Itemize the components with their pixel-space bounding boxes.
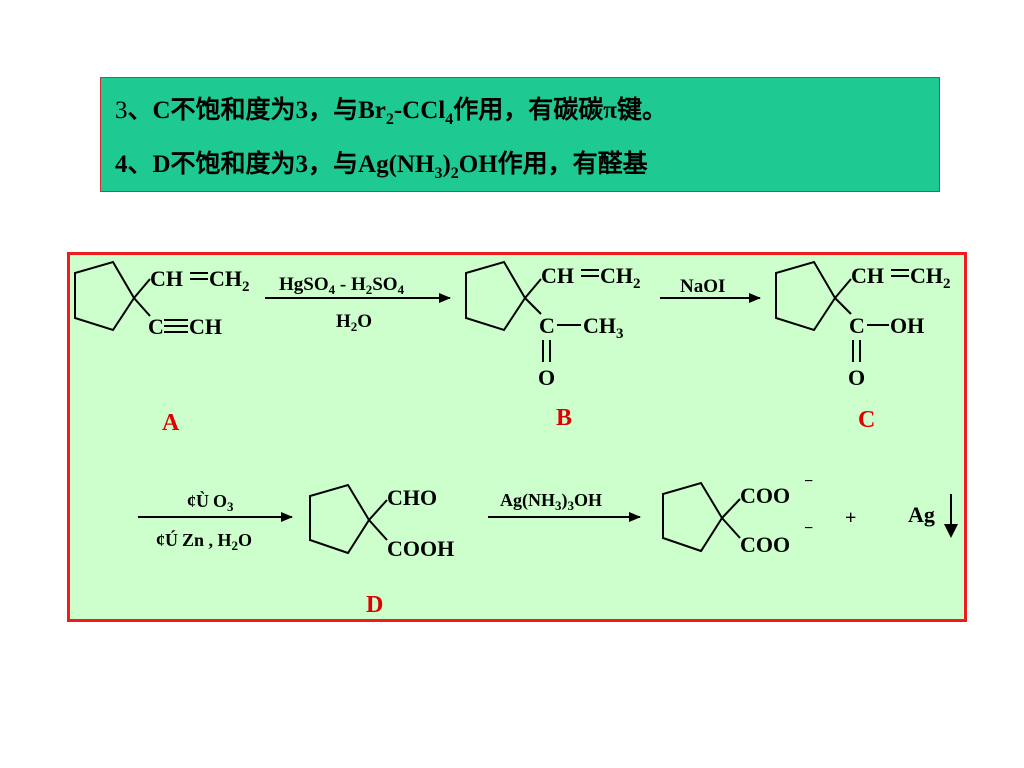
step-2-arrow: NaOI (660, 276, 761, 303)
note-text: ) (442, 151, 451, 178)
svg-text:C: C (849, 313, 865, 338)
formula-sub: 3 (434, 165, 443, 182)
reaction-scheme-box (67, 252, 967, 622)
note-line-2: 4、D不饱和度为3，与Ag(NH3)2OH作用，有醛基 (115, 144, 648, 183)
svg-text:Ag(NH3)3OH: Ag(NH3)3OH (500, 490, 602, 513)
silver-precipitate: Ag (908, 494, 958, 538)
svg-text:O: O (848, 365, 865, 390)
svg-text:−: − (804, 473, 813, 490)
formula-sub: 2 (385, 111, 394, 128)
svg-text:CHO: CHO (387, 485, 437, 510)
svg-text:CH2: CH2 (209, 266, 250, 295)
svg-text:¢ÙO3: ¢ÙO3 (187, 490, 234, 514)
svg-text:H2O: H2O (336, 311, 372, 334)
formula-ccl: -CCl (393, 97, 446, 124)
label-b: B (556, 405, 572, 431)
label-d: D (366, 592, 383, 618)
svg-text:CH: CH (189, 314, 222, 339)
svg-text:O: O (538, 365, 555, 390)
note-text: 作用，有碳碳π键。 (453, 97, 667, 124)
label-c: C (858, 407, 875, 433)
note-num: 3 (115, 97, 128, 124)
svg-text:COO: COO (740, 483, 790, 508)
note-line-1: 3、C不饱和度为3，与Br2-CCl4作用，有碳碳π键。 (115, 90, 667, 129)
svg-text:COO: COO (740, 532, 790, 557)
label-a: A (162, 410, 180, 436)
compound-a: CH CH2 C CH (74, 260, 250, 339)
svg-text:−: − (804, 520, 813, 537)
compound-d: CHO COOH (309, 483, 454, 561)
svg-text:¢ÚZn , H2O: ¢ÚZn , H2O (156, 529, 252, 553)
svg-text:OH: OH (890, 313, 924, 338)
formula-br: Br (358, 97, 386, 124)
svg-text:C: C (148, 314, 164, 339)
note-text: OH作用，有醛基 (458, 151, 648, 178)
step-4-arrow: Ag(NH3)3OH (488, 490, 641, 522)
svg-text:CH: CH (541, 263, 574, 288)
svg-text:CH: CH (150, 266, 183, 291)
product-dicarboxylate: COO − COO − (662, 473, 813, 557)
note-text: 4、D不饱和度为3，与Ag(NH (115, 151, 435, 178)
note-text: 、C不饱和度为 (127, 97, 296, 124)
svg-text:CH2: CH2 (600, 263, 641, 292)
svg-text:C: C (539, 313, 555, 338)
svg-text:HgSO4 - H2SO4: HgSO4 - H2SO4 (279, 274, 405, 297)
svg-text:NaOI: NaOI (680, 276, 725, 297)
note-num: 3 (295, 97, 309, 124)
formula-sub: 4 (445, 111, 454, 128)
note-box: 3、C不饱和度为3，与Br2-CCl4作用，有碳碳π键。 4、D不饱和度为3，与… (100, 77, 940, 192)
step-1-arrow: HgSO4 - H2SO4 H2O (265, 274, 451, 334)
formula-sub: 2 (450, 165, 459, 182)
note-text: ，与 (308, 97, 359, 124)
svg-text:CH: CH (851, 263, 884, 288)
compound-c: CH CH2 C OH O (775, 260, 951, 390)
svg-text:COOH: COOH (387, 536, 454, 561)
svg-text:Ag: Ag (908, 502, 935, 527)
compound-b: CH CH2 C CH3 O (465, 260, 641, 390)
svg-text:CH3: CH3 (583, 313, 624, 342)
svg-text:CH2: CH2 (910, 263, 951, 292)
plus-sign: + (845, 507, 856, 529)
